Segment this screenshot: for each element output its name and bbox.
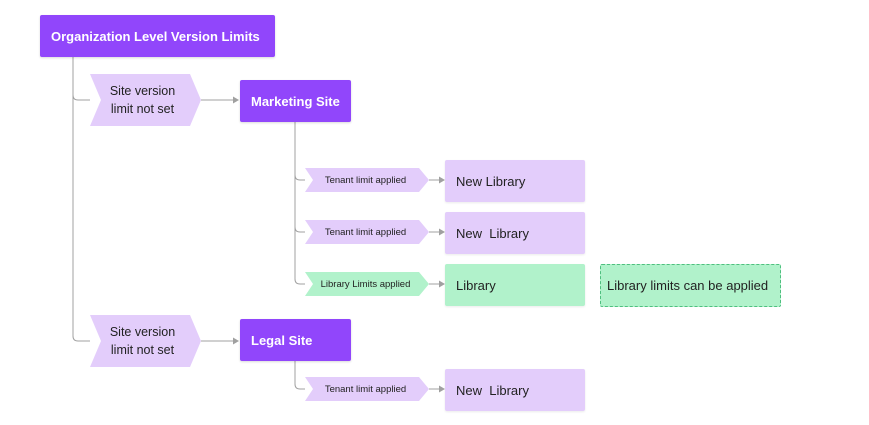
chevron-site-marketing [90,74,201,126]
marketing-branch-1 [294,174,305,181]
marketing-trunk-line [294,122,305,285]
root-branch-marketing [72,94,90,101]
library-node-2[interactable]: New Library [445,212,585,254]
site-node-legal-label: Legal Site [251,332,313,348]
root-node[interactable]: Organization Level Version Limits [40,15,275,57]
chevron-lib-3 [305,272,429,296]
root-node-label: Organization Level Version Limits [51,28,260,44]
arrowhead-marketing [233,96,239,104]
chevron-lib-4 [305,377,429,401]
marketing-branch-2 [294,226,305,233]
arrowhead-lib-2 [439,228,445,236]
site-node-marketing[interactable]: Marketing Site [240,80,351,122]
arrowhead-lib-1 [439,176,445,184]
chevron-lib-2 [305,220,429,244]
legal-trunk-line [294,361,305,390]
library-node-4[interactable]: New Library [445,369,585,411]
library-node-1[interactable]: New Library [445,160,585,202]
library-node-3[interactable]: Library [445,264,585,306]
site-node-marketing-label: Marketing Site [251,93,340,109]
arrowhead-lib-4 [439,385,445,393]
arrowhead-lib-3 [439,280,445,288]
chevron-lib-1 [305,168,429,192]
site-node-legal[interactable]: Legal Site [240,319,351,361]
arrowhead-legal [233,337,239,345]
chevron-site-legal [90,315,201,367]
library-limits-note: Library limits can be applied [600,264,781,307]
root-trunk-line [72,57,90,342]
